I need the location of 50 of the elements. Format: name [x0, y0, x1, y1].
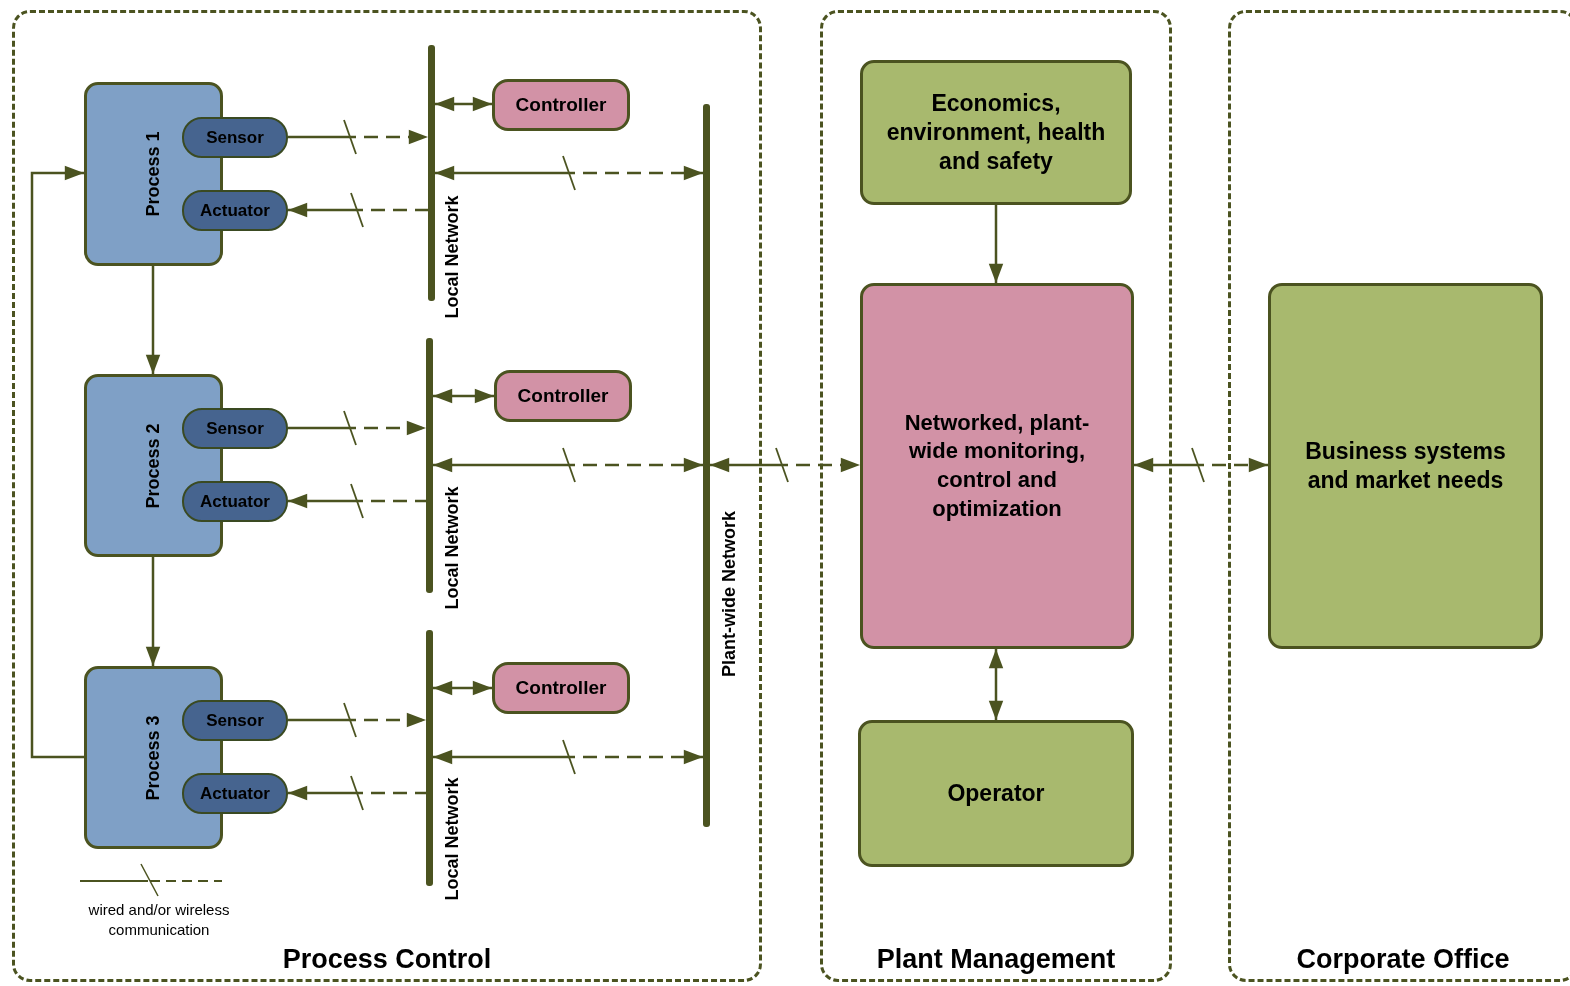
- info-box: Economics, environment, health and safety: [860, 60, 1132, 205]
- controller-box: Controller: [494, 370, 632, 422]
- legend-text: wired and/or wireless communication: [87, 900, 231, 939]
- process-label: Process 2: [142, 422, 164, 509]
- network-bus-bar: [703, 104, 710, 827]
- arrow: [145, 266, 161, 374]
- arrow: [435, 96, 492, 112]
- arrow: [988, 649, 1004, 720]
- arrow: [145, 557, 161, 666]
- communication-link: [288, 420, 426, 436]
- device-pill: Actuator: [182, 190, 288, 231]
- network-bus-bar: [426, 338, 433, 593]
- network-label: Plant-wide Network: [718, 511, 740, 677]
- communication-link: [710, 457, 860, 473]
- communication-link: [288, 493, 426, 509]
- device-pill: Sensor: [182, 117, 288, 158]
- info-box: Business systems and market needs: [1268, 283, 1543, 649]
- zone-frame: [820, 10, 1172, 982]
- device-pill: Actuator: [182, 481, 288, 522]
- network-label: Local Network: [441, 195, 463, 319]
- info-box: Operator: [858, 720, 1134, 867]
- zone-heading: Plant Management: [875, 944, 1117, 975]
- arrow: [433, 680, 492, 696]
- network-label: Local Network: [441, 486, 463, 610]
- zone-heading: Process Control: [281, 944, 493, 975]
- communication-link: [288, 202, 428, 218]
- communication-link: [288, 129, 428, 145]
- zone-frame: [1228, 10, 1570, 982]
- arrow: [988, 205, 1004, 283]
- controller-box: Controller: [492, 662, 630, 714]
- communication-link: [433, 749, 703, 765]
- arrow: [30, 165, 84, 759]
- monitoring-box: Networked, plant-wide monitoring, control and optimization: [860, 283, 1134, 649]
- network-bus-bar: [428, 45, 435, 301]
- network-bus-bar: [426, 630, 433, 886]
- device-pill: Actuator: [182, 773, 288, 814]
- device-pill: Sensor: [182, 408, 288, 449]
- zone-heading: Corporate Office: [1295, 944, 1511, 975]
- communication-link: [1134, 457, 1268, 473]
- arrow: [433, 388, 494, 404]
- process-label: Process 3: [142, 714, 164, 801]
- communication-link: [288, 785, 426, 801]
- communication-link: [288, 712, 426, 728]
- process-label: Process 1: [142, 131, 164, 217]
- network-label: Local Network: [441, 777, 463, 901]
- communication-link: [435, 165, 703, 181]
- controller-box: Controller: [492, 79, 630, 131]
- device-pill: Sensor: [182, 700, 288, 741]
- zone-frame: [12, 10, 762, 982]
- communication-link: [433, 457, 703, 473]
